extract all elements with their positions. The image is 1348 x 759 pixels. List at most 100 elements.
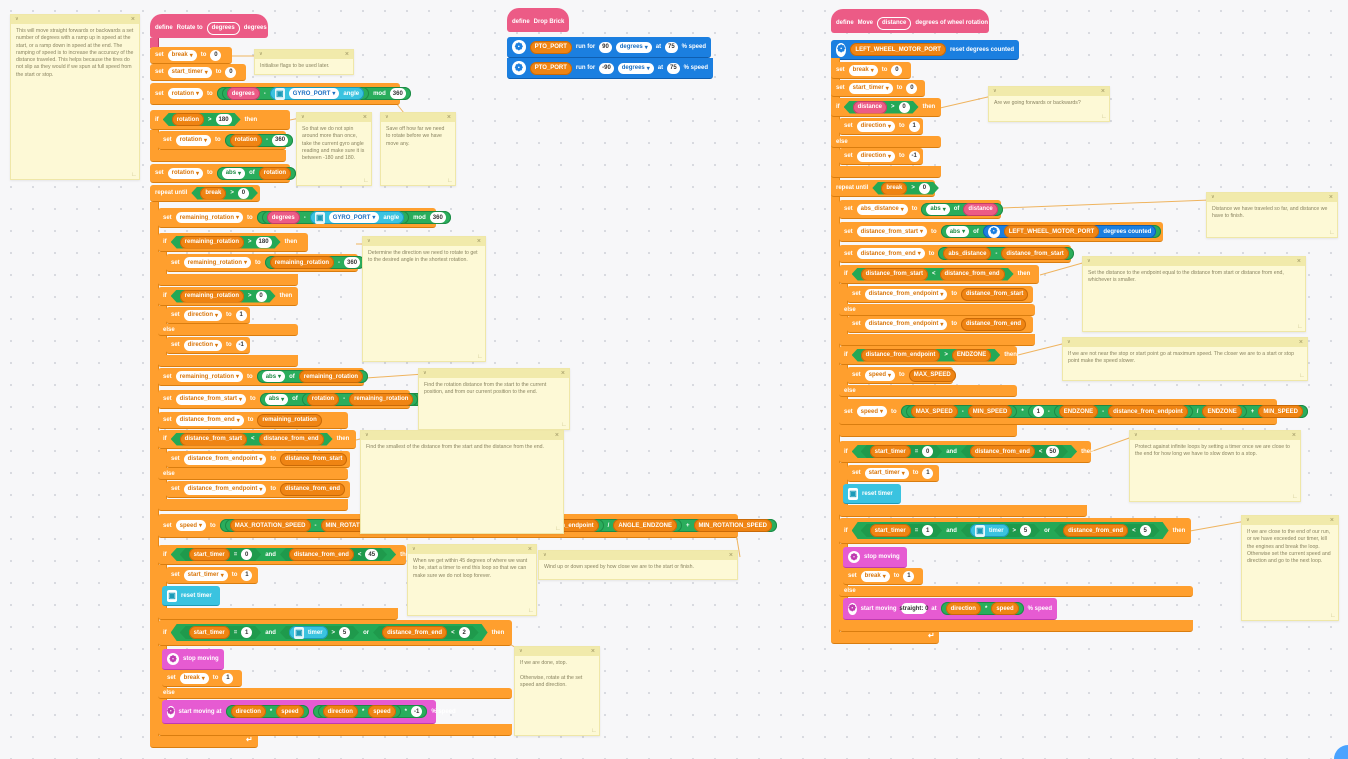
set-speed-formula[interactable]: setspeedto MAX_SPEED-MIN_SPEED * 1- ENDZ…	[839, 399, 1308, 425]
collapse-icon[interactable]: ∨	[1134, 432, 1138, 438]
note-move-description[interactable]: ∨× This will move straight forwards or b…	[10, 14, 140, 180]
reporter-block[interactable]: distance_from_start	[180, 433, 247, 446]
set-rotation-abs[interactable]: setrotationto absofrotation	[150, 164, 297, 183]
reporter-block[interactable]: rotation-360	[224, 133, 294, 147]
reporter-block[interactable]: distance_from_start	[961, 287, 1029, 301]
variable-dropdown[interactable]: distance_from_endpoint	[864, 288, 948, 300]
number-input[interactable]: 1	[222, 672, 234, 684]
if-starttimer-and-end-lt-45[interactable]: if start_timer=0 and distance_from_end<4…	[158, 545, 413, 565]
variable-dropdown[interactable]: abs	[221, 167, 246, 179]
close-icon[interactable]: ×	[362, 114, 367, 121]
variable-dropdown[interactable]: start_timer	[167, 66, 212, 78]
variable-dropdown[interactable]: remaining_rotation	[175, 371, 244, 382]
variable-dropdown[interactable]: break	[860, 570, 890, 582]
set-direction-neg1[interactable]: setdirectionto-1	[166, 337, 250, 354]
note-45-degrees[interactable]: ∨× When we get within 45 degrees of wher…	[407, 544, 537, 616]
boolean-block[interactable]: distance_from_end<5	[1054, 524, 1160, 537]
resize-handle-icon[interactable]: ∟	[447, 178, 453, 184]
boolean-block[interactable]: rotation>180	[163, 113, 241, 126]
boolean-block[interactable]: start_timer=1	[861, 524, 943, 537]
reporter-block[interactable]: degrees	[226, 87, 260, 100]
reporter-block[interactable]: remaining_rotation	[269, 256, 335, 269]
resize-handle-icon[interactable]: ∟	[1329, 230, 1335, 236]
reporter-block[interactable]: MIN_ROTATION_SPEED	[693, 519, 772, 532]
boolean-block[interactable]: ▣timer>5	[280, 626, 359, 639]
variable-dropdown[interactable]: direction	[856, 120, 896, 132]
collapse-icon[interactable]: ∨	[1087, 258, 1091, 264]
number-input[interactable]: 90	[599, 41, 612, 53]
resize-handle-icon[interactable]: ∟	[1299, 373, 1305, 379]
reporter-block[interactable]: 1- ENDZONE-distance_from_endpoint /ENDZO…	[1027, 405, 1247, 418]
close-icon[interactable]: ×	[130, 16, 135, 23]
reporter-block[interactable]: start_timer	[189, 626, 230, 639]
note-rotation-distance[interactable]: ∨× Find the rotation distance from the s…	[418, 368, 570, 430]
number-input[interactable]: 360	[344, 257, 361, 268]
number-input[interactable]: 360	[272, 134, 289, 146]
note-header[interactable]: ∨×	[1242, 516, 1338, 525]
reporter-block[interactable]: PTO_PORT	[529, 61, 572, 75]
boolean-block[interactable]: start_timer=1 and ▣timer>5 or distance_f…	[171, 624, 488, 641]
variable-dropdown[interactable]: start_timer	[864, 467, 909, 479]
close-icon[interactable]: ×	[554, 432, 559, 439]
set-break-1[interactable]: setbreakto1	[843, 568, 923, 585]
if-starttimer-and-end-lt-50[interactable]: if start_timer=0 and distance_from_end<5…	[839, 441, 1094, 463]
variable-dropdown[interactable]: distance_from_end	[856, 248, 925, 259]
note-header[interactable]: ∨×	[515, 647, 599, 656]
reporter-block[interactable]: break	[200, 187, 226, 200]
boolean-block[interactable]: distance_from_start<distance_from_end	[852, 268, 1014, 281]
reporter-block[interactable]: direction*speed	[940, 602, 1024, 615]
note-spin[interactable]: ∨× So that we do not spin around more th…	[296, 112, 372, 186]
set-direction-1[interactable]: setdirectionto1	[839, 118, 923, 135]
boolean-block[interactable]: remaining_rotation>0	[171, 290, 276, 303]
note-endpoint[interactable]: ∨× Set the distance to the endpoint equa…	[1082, 256, 1306, 332]
number-input[interactable]: 0	[225, 66, 237, 78]
reporter-block[interactable]: ENDZONE-distance_from_endpoint	[1053, 405, 1193, 418]
collapse-icon[interactable]: ∨	[1211, 194, 1215, 200]
number-input[interactable]: -1	[410, 706, 423, 717]
number-input[interactable]: 0	[210, 49, 222, 61]
boolean-block[interactable]: break>0	[191, 187, 258, 200]
if-distance-gt-0[interactable]: if distance>0 then	[831, 98, 941, 117]
close-icon[interactable]: ×	[1100, 88, 1105, 95]
close-icon[interactable]: ×	[1329, 517, 1334, 524]
reporter-block[interactable]: ▣timer	[970, 524, 1009, 537]
set-break-0[interactable]: setbreakto0	[831, 62, 911, 79]
resize-handle-icon[interactable]: ∟	[555, 526, 561, 532]
note-header[interactable]: ∨×	[1207, 193, 1337, 202]
reporter-block[interactable]: ▣GYRO_PORTangle	[269, 87, 365, 100]
reporter-block[interactable]: start_timer	[870, 445, 911, 458]
boolean-block[interactable]: distance_from_start<distance_from_end	[171, 433, 333, 446]
resize-handle-icon[interactable]: ∟	[1330, 613, 1336, 619]
number-input[interactable]: 1	[1032, 406, 1044, 417]
stop-moving-block[interactable]: ❁stop moving	[843, 547, 907, 568]
stop-moving-block[interactable]: ❁stop moving	[162, 649, 224, 670]
reporter-block[interactable]: ENDZONE	[1202, 405, 1242, 418]
boolean-block[interactable]: start_timer=1	[180, 626, 262, 639]
number-input[interactable]: 75	[667, 62, 680, 74]
number-input[interactable]: 5	[339, 627, 350, 638]
reset-timer-block[interactable]: ▣reset timer	[162, 586, 220, 606]
note-header[interactable]: ∨×	[255, 50, 353, 59]
collapse-icon[interactable]: ∨	[543, 552, 547, 558]
reporter-block[interactable]: absof rotation-remaining_rotation	[259, 392, 424, 406]
reporter-block[interactable]: start_timer	[870, 524, 911, 537]
reporter-block[interactable]: rotation	[229, 133, 263, 147]
variable-dropdown[interactable]: speed	[856, 406, 888, 417]
variable-dropdown[interactable]: rotation	[167, 88, 204, 99]
reporter-block[interactable]: MAX_SPEED	[908, 368, 956, 382]
reporter-block[interactable]: distance_from_end	[280, 482, 346, 496]
reporter-block[interactable]: ENDZONE	[1058, 405, 1099, 418]
variable-dropdown[interactable]: abs	[264, 393, 289, 405]
reporter-block[interactable]: remaining_rotation-360	[264, 256, 366, 269]
reporter-block[interactable]: absofrotation	[216, 166, 297, 180]
resize-handle-icon[interactable]: ∟	[477, 354, 483, 360]
close-icon[interactable]: ×	[446, 114, 451, 121]
